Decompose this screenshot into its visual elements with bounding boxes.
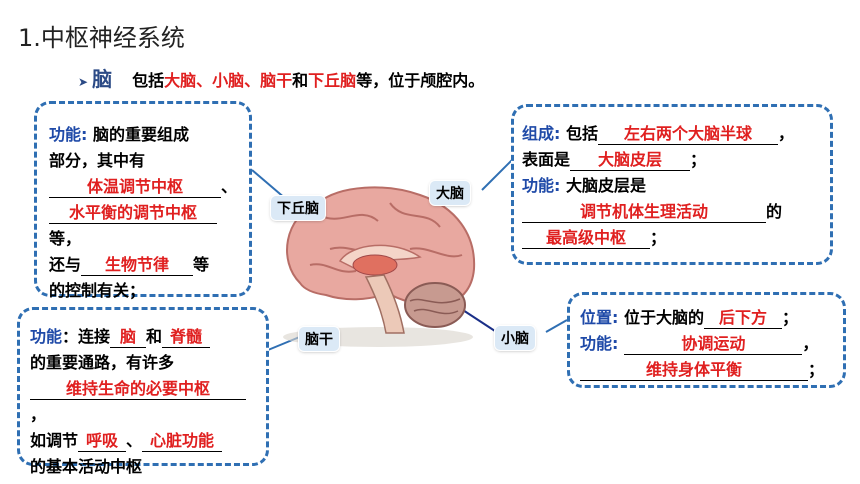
text-segment: ； <box>781 308 798 327</box>
brain-illustration <box>283 186 476 347</box>
text-line: 体温调节中枢、 <box>49 174 241 200</box>
answer-blank: 协调运动 <box>624 334 803 355</box>
part-cerebellum: 小脑 <box>212 71 245 90</box>
text-segment: 表面是 <box>522 150 571 169</box>
label-cerebrum: 大脑 <box>430 181 470 205</box>
text-line: 功能: 脑的重要组成 <box>49 122 241 148</box>
hypothalamus-function-box: 功能: 脑的重要组成 部分，其中有 体温调节中枢、 水平衡的调节中枢等， 还与生… <box>34 101 252 300</box>
text-segment: 的 <box>766 202 783 221</box>
text-line: 维持生命的必要中枢 ， <box>30 376 258 428</box>
text-segment: 包括 <box>560 124 598 143</box>
text-line: 组成: 包括左右两个大脑半球， <box>522 121 824 147</box>
text-segment: 、 <box>221 177 238 196</box>
text-segment: ； <box>690 150 707 169</box>
answer-blank: 最高级中枢 <box>522 228 650 249</box>
text-segment: ； <box>650 228 667 247</box>
brainstem-function-box: 功能：连接脑和脊髓 的重要通路，有许多 维持生命的必要中枢 ， 如调节呼吸、心脏功… <box>17 307 269 476</box>
text-segment: 位于大脑的 <box>618 308 704 327</box>
label-hypothalamus: 下丘脑 <box>271 196 325 220</box>
answer-blank: 脑 <box>110 327 147 348</box>
text-segment: ：连接 <box>62 327 111 346</box>
part-hypothalamus: 下丘脑 <box>308 71 357 90</box>
separator: 、 <box>196 71 213 90</box>
function-keyword: 功能: <box>580 334 619 353</box>
label-cerebellum: 小脑 <box>495 326 535 350</box>
text-segment: ， <box>777 124 794 143</box>
text-line: 部分，其中有 <box>49 151 146 170</box>
text-segment: 大脑皮层是 <box>560 176 646 195</box>
text-segment: 和 <box>146 327 163 346</box>
function-keyword: 功能: <box>49 125 88 144</box>
text-line: 的基本活动中枢 <box>30 457 143 476</box>
answer-blank: 体温调节中枢 <box>49 177 221 198</box>
triangle-bullet-icon: ➤ <box>78 75 89 89</box>
text-line: 调节机体生理活动的 <box>522 199 824 225</box>
cerebrum-info-box: 组成: 包括左右两个大脑半球， 表面是大脑皮层； 功能: 大脑皮层是 调节机体生… <box>511 104 833 265</box>
cerebellum-info-box: 位置: 位于大脑的后下方； 功能:协调运动， 维持身体平衡； <box>567 292 846 388</box>
brain-heading: 脑 <box>92 67 113 91</box>
text-segment: 等， <box>49 229 82 248</box>
text-segment: 、 <box>126 431 143 450</box>
text-line: 功能: 协调运动， <box>580 331 837 357</box>
answer-blank: 维持生命的必要中枢 <box>30 379 246 400</box>
separator: 、 <box>244 71 261 90</box>
and-word: 和 <box>292 71 309 90</box>
text-line: 位置: 位于大脑的后下方； <box>580 305 837 331</box>
text-segment: 如调节 <box>30 431 79 450</box>
text-line: 表面是大脑皮层； <box>522 147 824 173</box>
summary-prefix: 包括 <box>132 71 165 90</box>
text-segment: ， <box>30 405 47 424</box>
text-line: 功能：连接脑和脊髓 <box>30 324 258 350</box>
page-title: 1.中枢神经系统 <box>18 24 185 52</box>
text-line: 的控制有关； <box>49 281 146 300</box>
position-keyword: 位置: <box>580 308 619 327</box>
part-brainstem: 脑干 <box>260 71 293 90</box>
text-line: 最高级中枢； <box>522 225 824 251</box>
text-segment: 脑的重要组成 <box>87 125 189 144</box>
text-line: 功能: 大脑皮层是 <box>522 173 824 199</box>
text-line: 水平衡的调节中枢等， <box>49 200 241 252</box>
text-line: 维持身体平衡； <box>580 357 837 383</box>
summary-suffix: 等，位于颅腔内。 <box>356 71 485 90</box>
text-line: 还与生物节律等 <box>49 252 241 278</box>
brain-summary: ➤脑包括大脑、小脑、脑干和下丘脑等，位于颅腔内。 <box>78 63 484 92</box>
answer-blank: 后下方 <box>703 308 782 329</box>
composition-keyword: 组成: <box>522 124 561 143</box>
answer-blank: 脊髓 <box>162 327 211 348</box>
function-keyword: 功能: <box>522 176 561 195</box>
label-brainstem: 脑干 <box>299 327 339 351</box>
text-segment: 还与 <box>49 255 82 274</box>
answer-blank: 调节机体生理活动 <box>522 202 766 223</box>
text-segment: 等 <box>193 255 210 274</box>
answer-blank: 左右两个大脑半球 <box>597 124 778 145</box>
text-segment: ； <box>808 360 825 379</box>
answer-blank: 大脑皮层 <box>570 150 691 171</box>
answer-blank: 水平衡的调节中枢 <box>49 203 217 224</box>
answer-blank: 呼吸 <box>78 431 127 452</box>
text-line: 的重要通路，有许多 <box>30 353 175 372</box>
answer-blank: 维持身体平衡 <box>580 360 808 381</box>
function-keyword: 功能 <box>30 327 63 346</box>
answer-blank: 生物节律 <box>81 255 194 276</box>
answer-blank: 心脏功能 <box>142 431 223 452</box>
part-cerebrum: 大脑 <box>164 71 197 90</box>
text-line: 如调节呼吸、心脏功能 <box>30 428 258 454</box>
text-segment: ， <box>802 334 819 353</box>
